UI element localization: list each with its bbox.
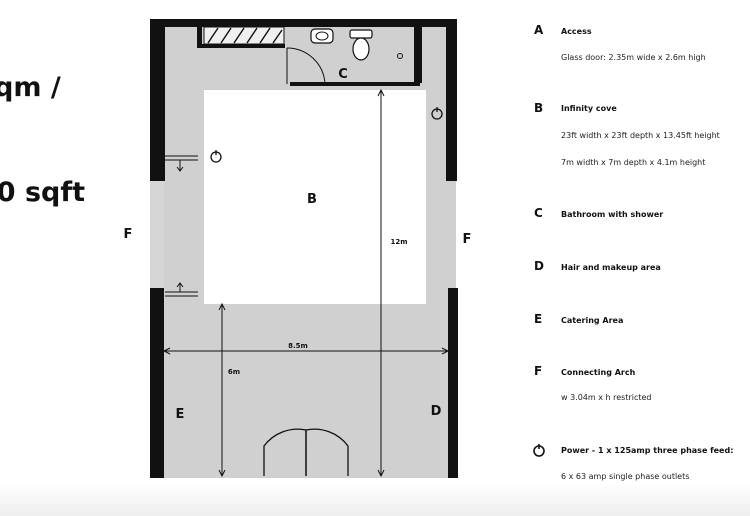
legend-heading-hair-makeup: Hair and makeup area: [561, 263, 661, 272]
dimension-line-6m: [218, 302, 226, 478]
power-socket-icon: [210, 150, 222, 163]
dimension-line-12m: [377, 88, 385, 478]
legend-heading-catering: Catering Area: [561, 316, 624, 325]
label-bathroom: C: [338, 67, 348, 82]
label-hair-makeup: D: [431, 404, 442, 419]
legend-letter-e: E: [534, 312, 543, 326]
dimension-label-8-5m: 8.5m: [288, 342, 308, 350]
wall-bathroom-bottom: [290, 82, 420, 86]
legend-heading-infinity-cove: Infinity cove: [561, 104, 617, 113]
wall-right-upper: [446, 19, 457, 181]
wall-left-lower: [150, 288, 164, 478]
infinity-cove-area: [204, 90, 426, 304]
wall-storage-left: [197, 24, 202, 48]
label-infinity-cove: B: [307, 192, 317, 207]
left-arch-opening: [150, 180, 164, 288]
legend-heading-connecting-arch: Connecting Arch: [561, 368, 636, 377]
footer-fade: [0, 484, 750, 516]
page-title: sqm / 50 sqft: [0, 0, 85, 245]
title-line-1: sqm /: [0, 72, 61, 103]
power-socket-icon: [533, 444, 545, 457]
dimension-label-12m: 12m: [390, 238, 407, 246]
power-socket-icon: [431, 107, 443, 120]
legend-heading-power: Power - 1 x 125amp three phase feed:: [561, 446, 734, 455]
arch-step-left-bottom: [165, 282, 198, 297]
wall-right-lower: [448, 288, 458, 478]
legend-heading-access: Access: [561, 27, 592, 36]
shower-drain-icon: [397, 53, 403, 59]
label-catering: E: [176, 407, 185, 422]
dimension-label-6m: 6m: [228, 368, 240, 376]
label-arch-right: F: [463, 232, 472, 247]
dimension-line-8-5m: [162, 347, 450, 355]
legend-letter-d: D: [534, 259, 544, 273]
legend-detail-cove-imperial: 23ft width x 23ft depth x 13.45ft height: [561, 131, 720, 140]
legend-letter-c: C: [534, 206, 543, 220]
toilet-icon: [349, 29, 373, 61]
legend: A Access Glass door: 2.35m wide x 2.6m h…: [528, 0, 750, 516]
legend-detail-cove-metric: 7m width x 7m depth x 4.1m height: [561, 158, 706, 167]
storage-unit: [203, 26, 285, 45]
label-arch-left: F: [124, 227, 133, 242]
legend-letter-b: B: [534, 101, 544, 115]
legend-heading-bathroom: Bathroom with shower: [561, 210, 664, 219]
title-line-2: 50 sqft: [0, 177, 86, 208]
legend-letter-f: F: [534, 364, 543, 378]
wall-top: [150, 19, 456, 27]
legend-detail-power-outlets: 6 x 63 amp single phase outlets: [561, 472, 690, 481]
entrance-double-door-icon: [263, 428, 349, 476]
floor-plan: C B F F E D A 12m 8.5m 6m: [124, 19, 472, 506]
sink-icon: [310, 28, 334, 44]
storage-hatching: [207, 27, 283, 44]
wall-left-upper: [150, 19, 165, 181]
legend-letter-a: A: [534, 23, 544, 37]
wall-storage-bottom: [197, 44, 285, 48]
wall-bathroom-right: [414, 27, 422, 83]
legend-detail-access-door: Glass door: 2.35m wide x 2.6m high: [561, 53, 706, 62]
arch-step-left-top: [165, 155, 198, 172]
bathroom-door-swing-icon: [286, 47, 326, 85]
legend-detail-arch: w 3.04m x h restricted: [561, 393, 652, 402]
